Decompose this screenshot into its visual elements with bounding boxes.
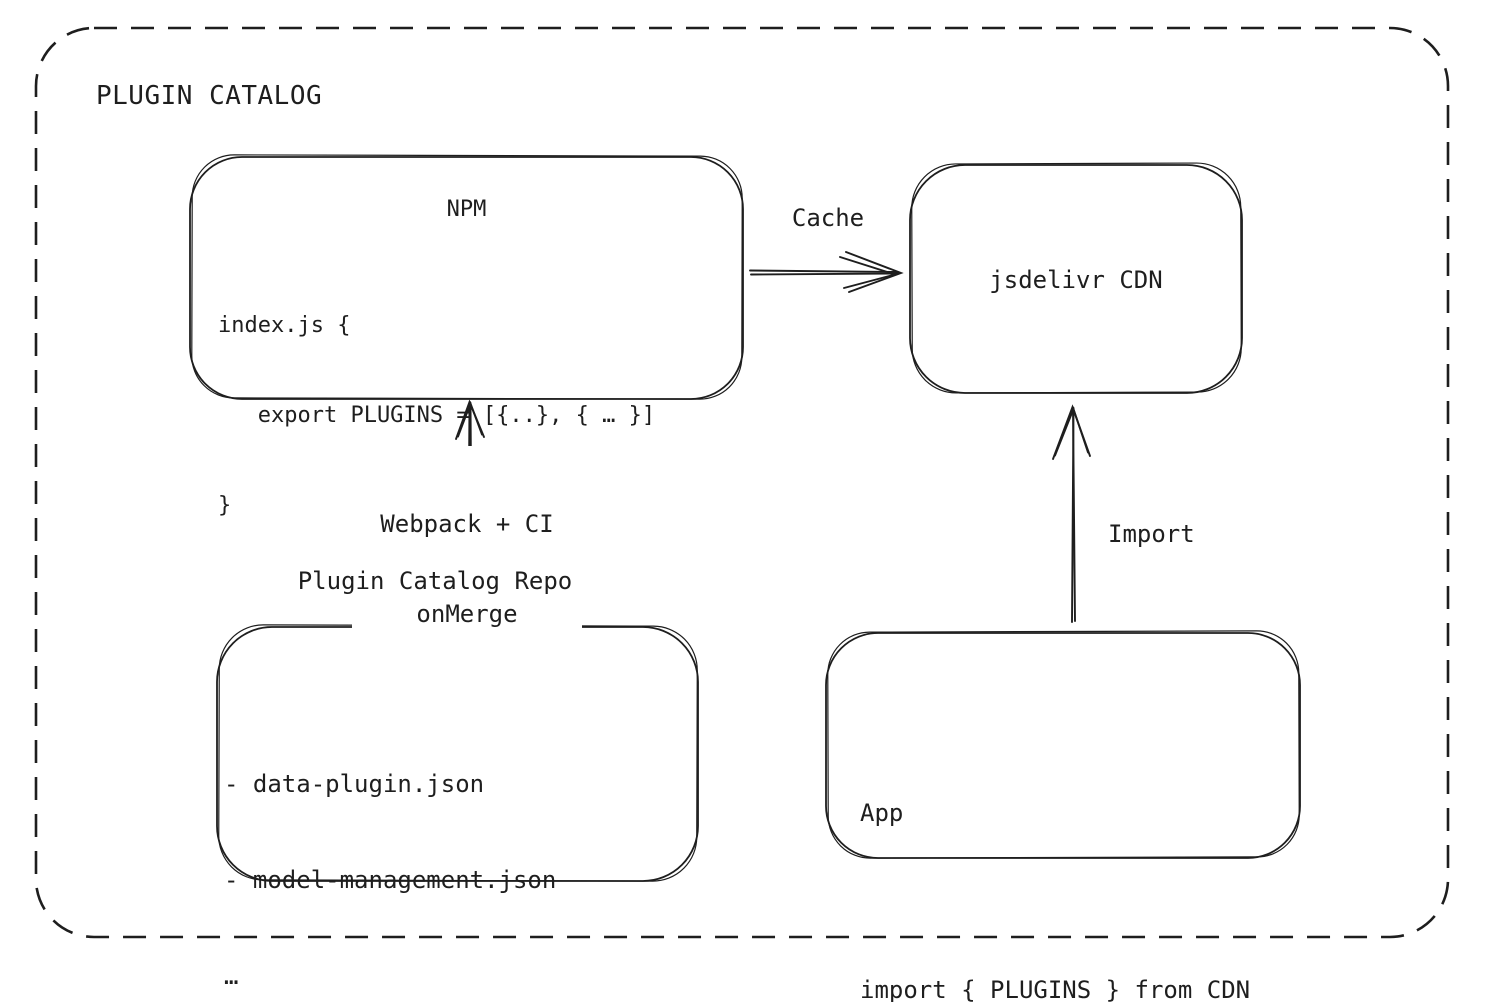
cache-arrow — [749, 251, 904, 293]
build-arrow-label-line1: Webpack + CI — [380, 510, 554, 538]
npm-code-line: } — [218, 493, 232, 518]
repo-file-item: - data-plugin.json — [224, 770, 485, 798]
app-node-shape — [825, 630, 1301, 859]
app-code-line-import: import { PLUGINS } from CDN — [860, 976, 1251, 1002]
repo-file-item: … — [224, 962, 239, 990]
cdn-node-label: jsdelivr CDN — [989, 266, 1163, 294]
import-arrow — [1052, 404, 1091, 623]
cache-arrow-label: Cache — [791, 204, 865, 232]
build-arrow-label: Webpack + CI onMerge — [352, 446, 582, 692]
cdn-node-shape — [909, 162, 1243, 394]
npm-code-block: index.js { export PLUGINS = [{..}, { … }… — [218, 251, 655, 581]
repo-file-item: - model-management.json — [224, 866, 557, 894]
repo-node-title: Plugin Catalog Repo — [297, 567, 573, 595]
import-arrow-label: Import — [1108, 520, 1195, 548]
diagram-title: PLUGIN CATALOG — [96, 81, 323, 111]
build-arrow-label-line2: onMerge — [416, 600, 518, 628]
plugin-catalog-boundary — [34, 26, 1450, 939]
app-node-title: App — [860, 799, 904, 827]
npm-code-line: index.js { — [218, 313, 351, 338]
npm-node-title: NPM — [446, 197, 487, 222]
repo-file-list: - data-plugin.json - model-management.js… — [224, 704, 556, 1002]
npm-code-line: export PLUGINS = [{..}, { … }] — [218, 403, 656, 428]
app-node-text: App import { PLUGINS } from CDN PLUGINS.… — [860, 666, 1250, 1002]
npm-node-shape — [189, 154, 744, 400]
